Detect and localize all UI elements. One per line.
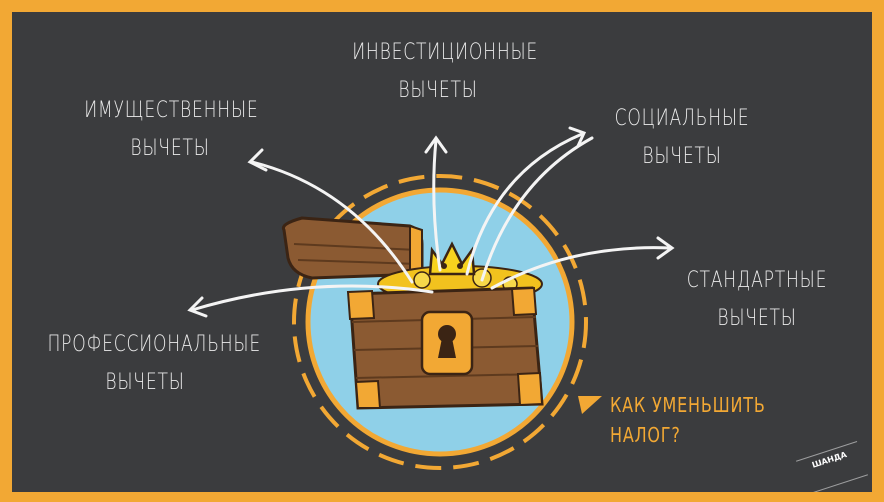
label-investment-line2: ВЫЧЕТЫ [352,72,524,110]
label-professional: ПРОФЕССИОНАЛЬНЫЕ ВЫЧЕТЫ [48,326,243,402]
label-standard-line2: ВЫЧЕТЫ [683,300,831,338]
label-social-line1: СОЦИАЛЬНЫЕ [612,100,752,138]
label-standard: СТАНДАРТНЫЕ ВЫЧЕТЫ [683,262,831,338]
cta-how-to-reduce-tax: КАК УМЕНЬШИТЬ НАЛОГ? [610,390,766,450]
label-investment-line1: ИНВЕСТИЦИОННЫЕ [352,34,524,72]
chalkboard: ИНВЕСТИЦИОННЫЕ ВЫЧЕТЫ ИМУЩЕСТВЕННЫЕ ВЫЧЕ… [12,12,872,492]
label-social-line2: ВЫЧЕТЫ [612,138,752,176]
flag-icon [578,396,602,414]
label-property-line1: ИМУЩЕСТВЕННЫЕ [84,92,256,130]
label-investment: ИНВЕСТИЦИОННЫЕ ВЫЧЕТЫ [352,34,524,110]
watermark-text: ШАНДА [811,450,848,470]
label-property-line2: ВЫЧЕТЫ [84,130,256,168]
label-professional-line1: ПРОФЕССИОНАЛЬНЫЕ [48,326,243,364]
label-property: ИМУЩЕСТВЕННЫЕ ВЫЧЕТЫ [84,92,256,168]
label-standard-line1: СТАНДАРТНЫЕ [683,262,831,300]
cta-line2: НАЛОГ? [610,420,766,450]
cta-line1: КАК УМЕНЬШИТЬ [610,390,766,420]
label-professional-line2: ВЫЧЕТЫ [48,364,243,402]
label-social: СОЦИАЛЬНЫЕ ВЫЧЕТЫ [612,100,752,176]
